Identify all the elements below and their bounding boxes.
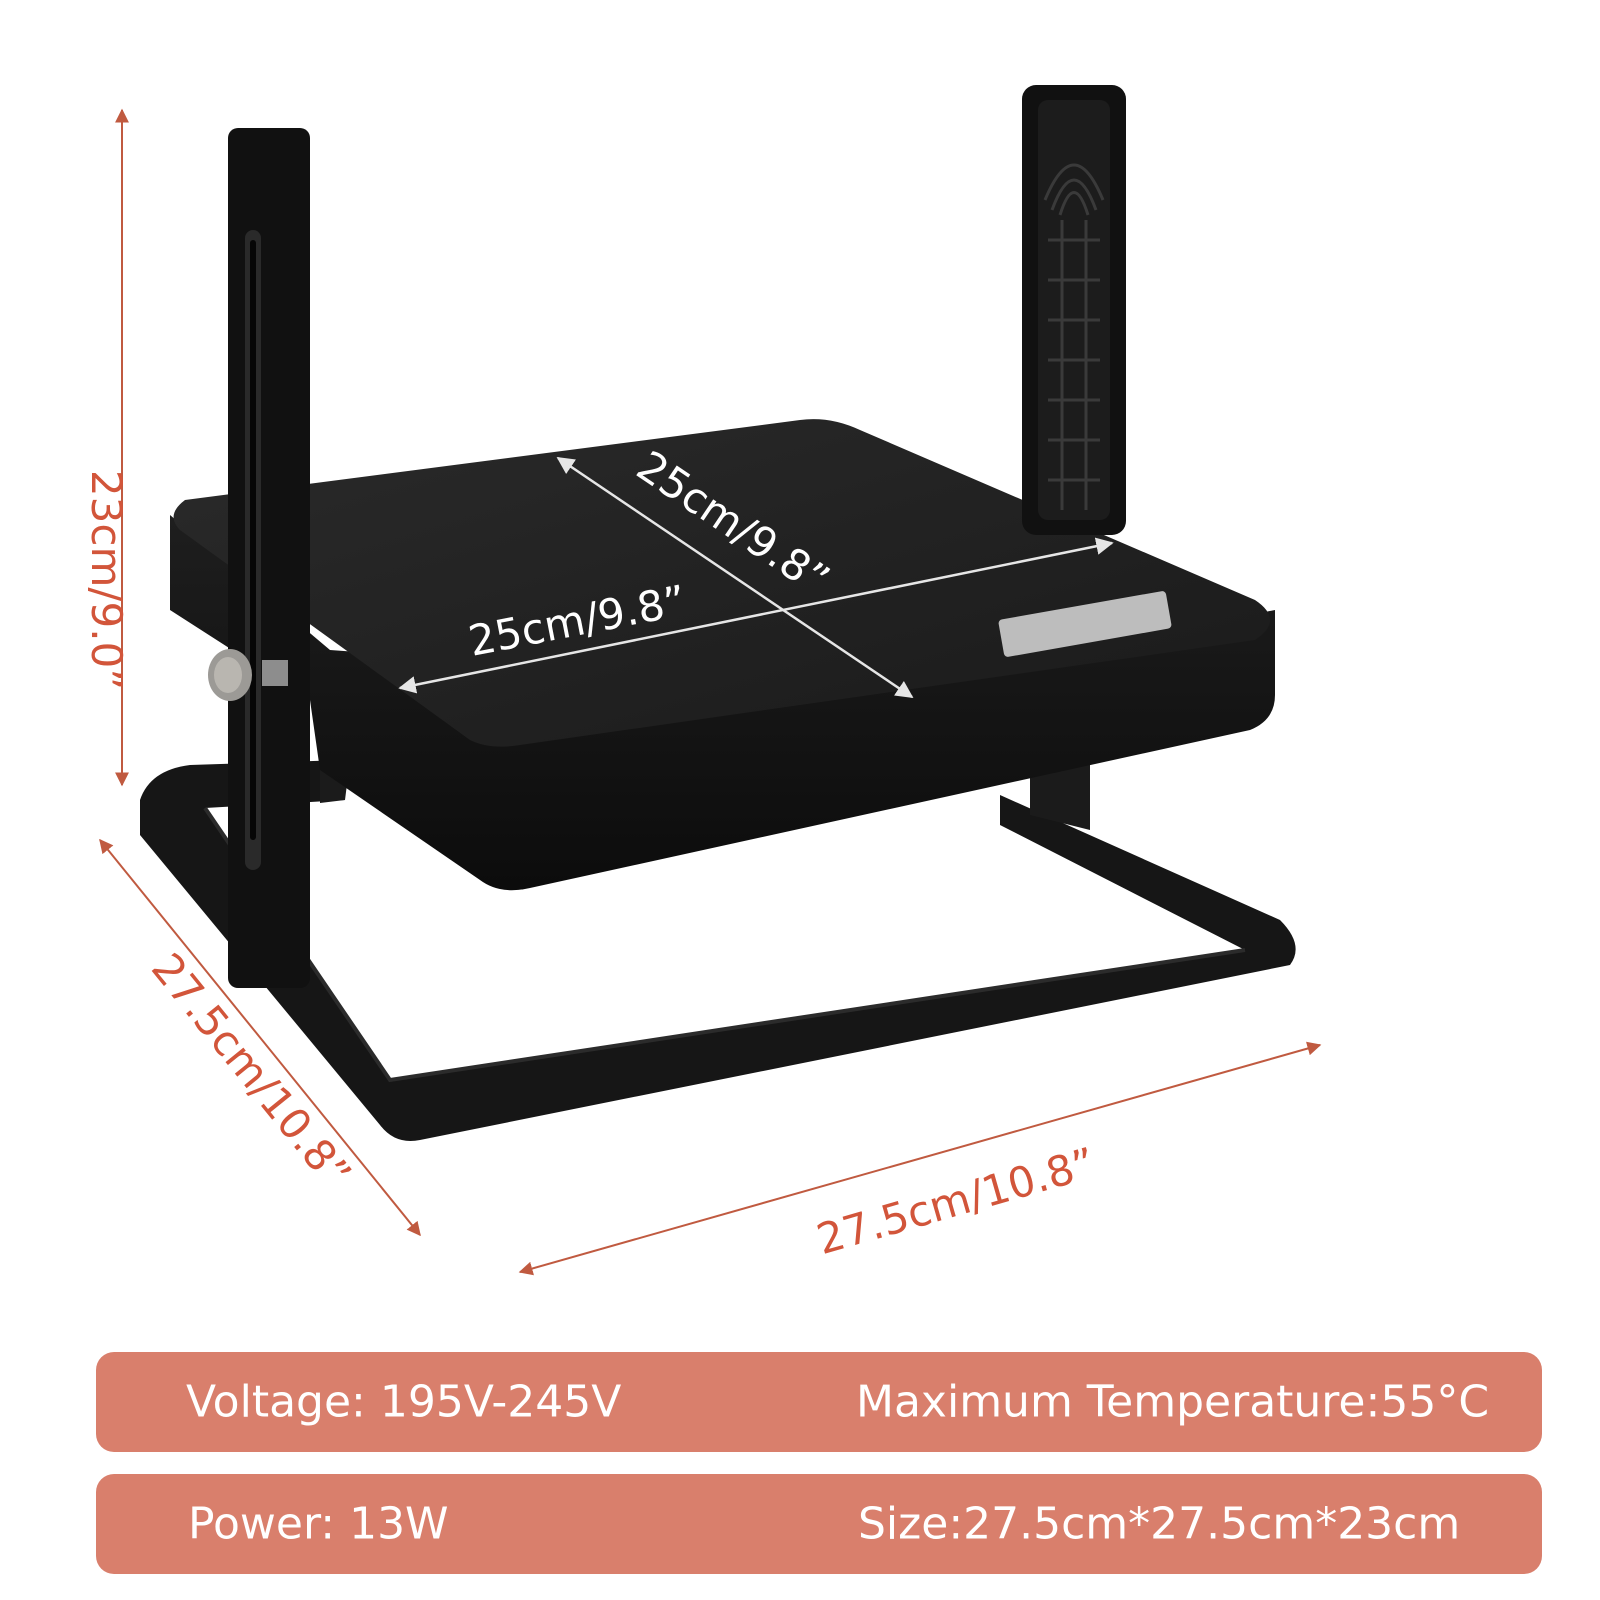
left-post	[228, 128, 310, 988]
depth-dimension-line	[99, 838, 421, 1237]
rear-support	[1030, 760, 1090, 830]
top-width-dimension-line	[398, 537, 1114, 694]
height-dimension-label: 23cm/9.0”	[82, 470, 131, 690]
right-post-panel	[1038, 100, 1110, 520]
spec-bar-2: Power: 13W Size:27.5cm*27.5cm*23cm	[96, 1474, 1542, 1574]
size-spec: Size:27.5cm*27.5cm*23cm	[858, 1498, 1461, 1550]
left-post-slot-inner	[250, 240, 256, 840]
voltage-spec: Voltage: 195V-245V	[186, 1376, 622, 1428]
width-dimension-label: 27.5cm/10.8”	[811, 1138, 1100, 1264]
foot-warmer-stand-icon	[140, 85, 1296, 1141]
width-dimension-line	[518, 1041, 1322, 1276]
adjustment-knob-icon[interactable]	[208, 649, 288, 701]
power-spec: Power: 13W	[188, 1498, 449, 1550]
spec-bar-1: Voltage: 195V-245V Maximum Temperature:5…	[96, 1352, 1542, 1452]
product-dimension-illustration: 23cm/9.0” 27.5cm/10.8” 27.5cm/10.8” 25cm…	[82, 85, 1322, 1276]
vent-grid	[1043, 163, 1105, 510]
max-temperature-spec: Maximum Temperature:55°C	[856, 1376, 1490, 1428]
